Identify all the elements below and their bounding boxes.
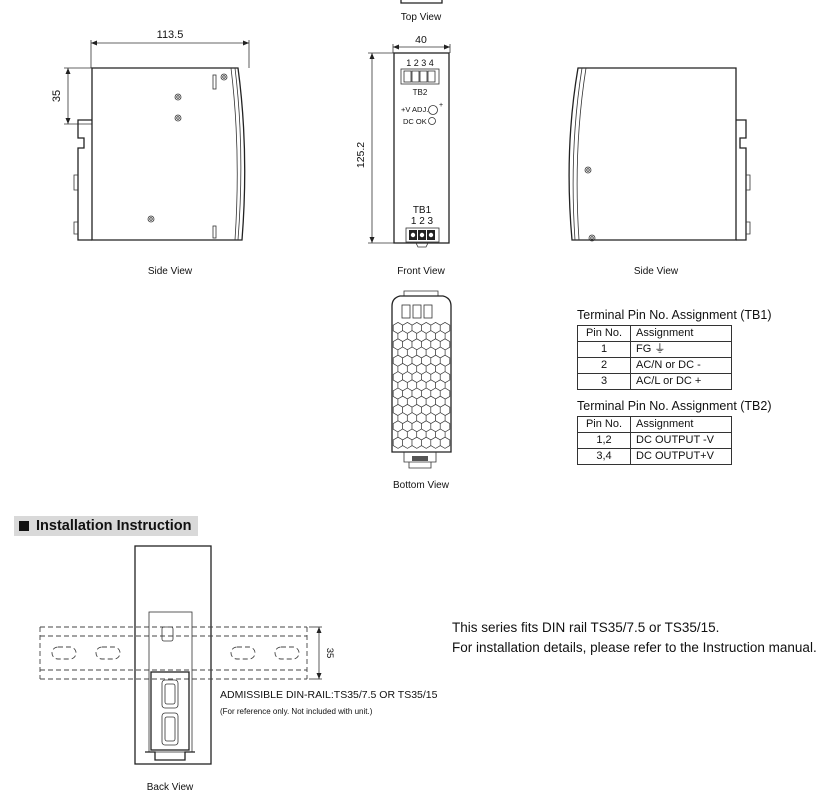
vent-hole (411, 436, 422, 449)
rail-slot (51, 646, 77, 660)
din-rail-slots (51, 646, 300, 660)
ventilation-hex-grid (392, 321, 451, 449)
top-view-label: Top View (401, 12, 442, 23)
side-view-right: Side View (568, 67, 751, 277)
table-cell: 1 (577, 341, 631, 358)
table-cell: AC/L or DC + (630, 373, 732, 390)
vent-hole (421, 436, 432, 449)
tb2-table-title: Terminal Pin No. Assignment (TB2) (577, 399, 772, 413)
rail-slot (230, 646, 256, 660)
table-cell: DC OUTPUT -V (630, 432, 732, 449)
dim-front-height: 125.2 (355, 142, 367, 168)
bottom-view-label: Bottom View (393, 480, 450, 491)
table-row: 3 AC/L or DC + (577, 373, 732, 390)
tb1-label: TB1 (413, 205, 432, 216)
tb1-pin-numbers: 1 2 3 (411, 216, 434, 227)
table-cell: FG ⏚ (630, 341, 732, 358)
front-view-label: Front View (397, 266, 445, 277)
table-cell: 1,2 (577, 432, 631, 449)
dcok-label: DC OK (403, 117, 427, 126)
vadj-plus: + (439, 102, 443, 109)
table-cell: 3 (577, 373, 631, 390)
installation-line-2: For installation details, please refer t… (452, 640, 817, 655)
table-cell: AC/N or DC - (630, 357, 732, 374)
dcok-led-icon (428, 117, 436, 125)
installation-heading-text: Installation Instruction (36, 518, 192, 534)
back-view: 35 Back View (39, 545, 335, 793)
rail-slot (95, 646, 121, 660)
dim-side-rail: 35 (51, 90, 63, 102)
tb2-pin-table: Pin No. Assignment 1,2 DC OUTPUT -V 3,4 … (577, 416, 732, 465)
din-rail-label: ADMISSIBLE DIN-RAIL:TS35/7.5 OR TS35/15 (220, 689, 438, 701)
tb1-table-title: Terminal Pin No. Assignment (TB1) (577, 308, 772, 322)
side-view-right-label: Side View (634, 266, 679, 277)
table-row: 1 FG ⏚ (577, 341, 732, 358)
table-header-row: Pin No. Assignment (577, 325, 732, 342)
back-view-label: Back View (147, 782, 194, 793)
tb2-pin-numbers: 1 2 3 4 (406, 58, 434, 68)
side-view-left-label: Side View (148, 266, 193, 277)
installation-heading: Installation Instruction (14, 516, 198, 536)
tb1-pin-table: Pin No. Assignment 1 FG ⏚ 2 AC/N or DC -… (577, 325, 732, 390)
table-header-cell: Pin No. (577, 416, 631, 433)
table-header-row: Pin No. Assignment (577, 416, 732, 433)
table-cell: DC OUTPUT+V (630, 448, 732, 465)
vadj-label: +V ADJ. (401, 105, 428, 114)
vent-hole (430, 436, 441, 449)
vent-hole (392, 436, 404, 449)
din-rail-note: (For reference only. Not included with u… (220, 707, 373, 716)
dim-side-width: 113.5 (157, 29, 184, 41)
tb2-label: TB2 (413, 88, 428, 97)
table-cell: 2 (577, 357, 631, 374)
top-view: Top View (400, 0, 443, 23)
vent-hole (402, 436, 413, 449)
table-header-cell: Assignment (630, 416, 732, 433)
table-row: 3,4 DC OUTPUT+V (577, 448, 732, 465)
dim-rail-height: 35 (324, 648, 335, 659)
table-header-cell: Pin No. (577, 325, 631, 342)
vent-hole (439, 436, 451, 449)
installation-line-1: This series fits DIN rail TS35/7.5 or TS… (452, 620, 720, 635)
table-cell: 3,4 (577, 448, 631, 465)
table-header-cell: Assignment (630, 325, 732, 342)
vadj-potentiometer-icon (428, 105, 438, 115)
front-view: 40 125.2 1 2 3 4 TB2 +V ADJ. + DC OK TB1… (355, 34, 451, 277)
bottom-view: Bottom View (391, 290, 452, 491)
table-row: 1,2 DC OUTPUT -V (577, 432, 732, 449)
dim-front-width: 40 (415, 34, 427, 46)
side-view-left: 113.5 35 Side View (51, 29, 250, 277)
rail-slot (274, 646, 300, 660)
square-bullet-icon (19, 521, 29, 531)
table-row: 2 AC/N or DC - (577, 357, 732, 374)
